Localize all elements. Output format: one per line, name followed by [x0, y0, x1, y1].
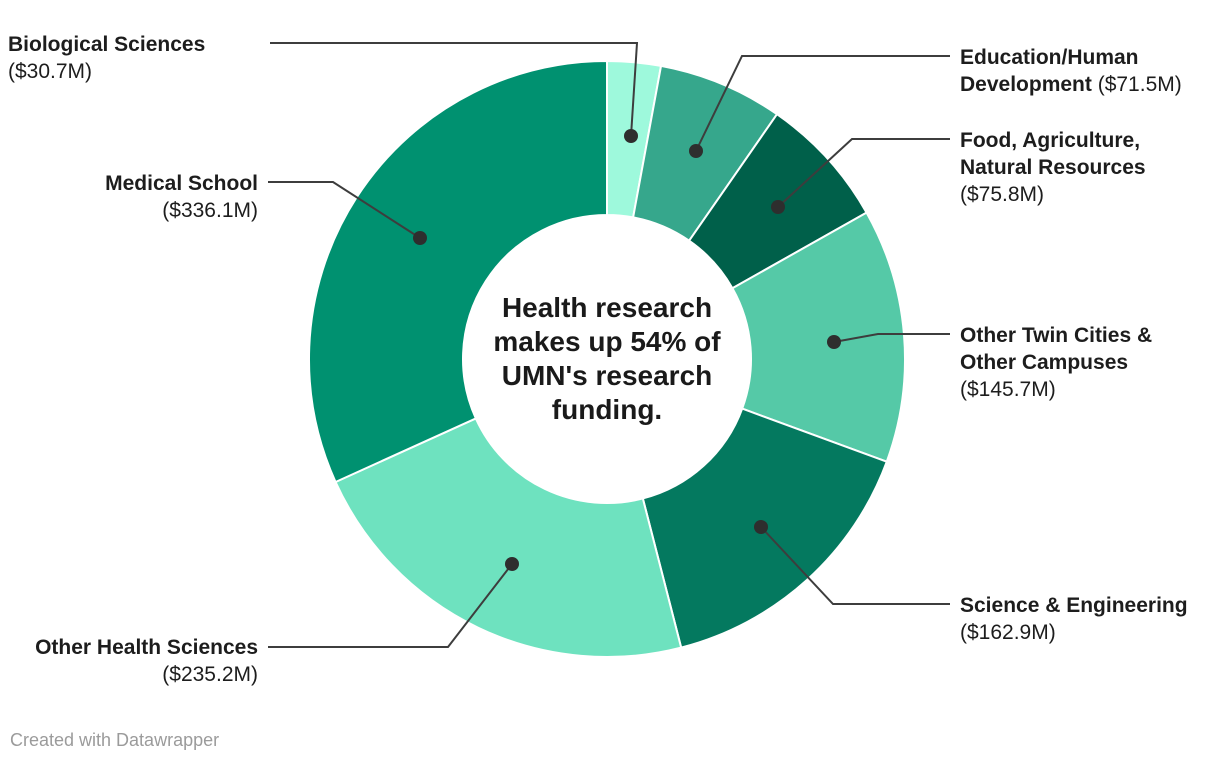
slice-label-line: ($75.8M)	[960, 183, 1045, 206]
leader-line-medical-school	[268, 181, 421, 239]
leader-line-education-human-development	[695, 55, 950, 152]
leader-dot-food-agriculture-natural-resources	[771, 200, 785, 214]
slice-label-line: Medical School	[105, 172, 258, 195]
slice-label-line: ($162.9M)	[960, 621, 1056, 644]
slice-label-line: Other Twin Cities &	[960, 324, 1153, 347]
slice-label-line: Other Health Sciences	[35, 636, 258, 659]
slice-label-line: Natural Resources	[960, 156, 1146, 179]
center-annotation-line: Health research	[501, 292, 713, 323]
leader-line-food-agriculture-natural-resources	[777, 138, 950, 208]
leader-line-other-twin-cities-other-campuses	[833, 333, 950, 343]
leader-dot-education-human-development	[689, 144, 703, 158]
slice-label-medical-school: Medical School ($336.1M)	[0, 170, 258, 224]
slice-label-line: ($336.1M)	[162, 199, 258, 222]
pie-slice-other-health-sciences[interactable]	[334, 417, 683, 658]
leader-dot-other-health-sciences	[505, 557, 519, 571]
slice-label-food-agriculture-natural-resources: Food, Agriculture, Natural Resources ($75.…	[960, 127, 1146, 208]
slice-label-other-twin-cities-other-campuses: Other Twin Cities & Other Campuses ($145.7…	[960, 322, 1152, 403]
pie-slice-other-twin-cities-other-campuses[interactable]	[731, 211, 906, 463]
center-annotation-line: makes up 54% of	[493, 326, 721, 357]
slice-label-line: Biological Sciences	[8, 33, 206, 56]
leader-dot-science-engineering	[754, 520, 768, 534]
slice-label-line: Education/Human	[960, 46, 1139, 69]
slice-label-line: ($30.7M)	[8, 60, 93, 83]
center-annotation-line: UMN's research	[501, 360, 713, 391]
leader-dot-biological-sciences	[624, 129, 638, 143]
slice-label-line: ($235.2M)	[162, 663, 258, 686]
slice-label-line: Development ($71.5M)	[960, 73, 1182, 96]
leader-line-biological-sciences	[270, 42, 639, 137]
slice-label-line: Science & Engineering	[960, 594, 1188, 617]
slice-label-science-engineering: Science & Engineering ($162.9M)	[960, 592, 1188, 646]
slice-label-biological-sciences: Biological Sciences ($30.7M)	[8, 31, 205, 85]
pie-slice-medical-school[interactable]	[308, 59, 608, 484]
slice-label-line: ($145.7M)	[960, 378, 1056, 401]
slice-label-line: Food, Agriculture,	[960, 129, 1141, 152]
leader-dot-other-twin-cities-other-campuses	[827, 335, 841, 349]
datawrapper-attribution[interactable]: Created with Datawrapper	[10, 730, 220, 750]
slice-label-line: Other Campuses	[960, 351, 1129, 374]
leader-line-science-engineering	[760, 526, 950, 605]
leader-dot-medical-school	[413, 231, 427, 245]
center-annotation-line: funding.	[551, 394, 663, 425]
leader-line-other-health-sciences	[268, 563, 513, 648]
slice-label-other-health-sciences: Other Health Sciences ($235.2M)	[0, 634, 258, 688]
